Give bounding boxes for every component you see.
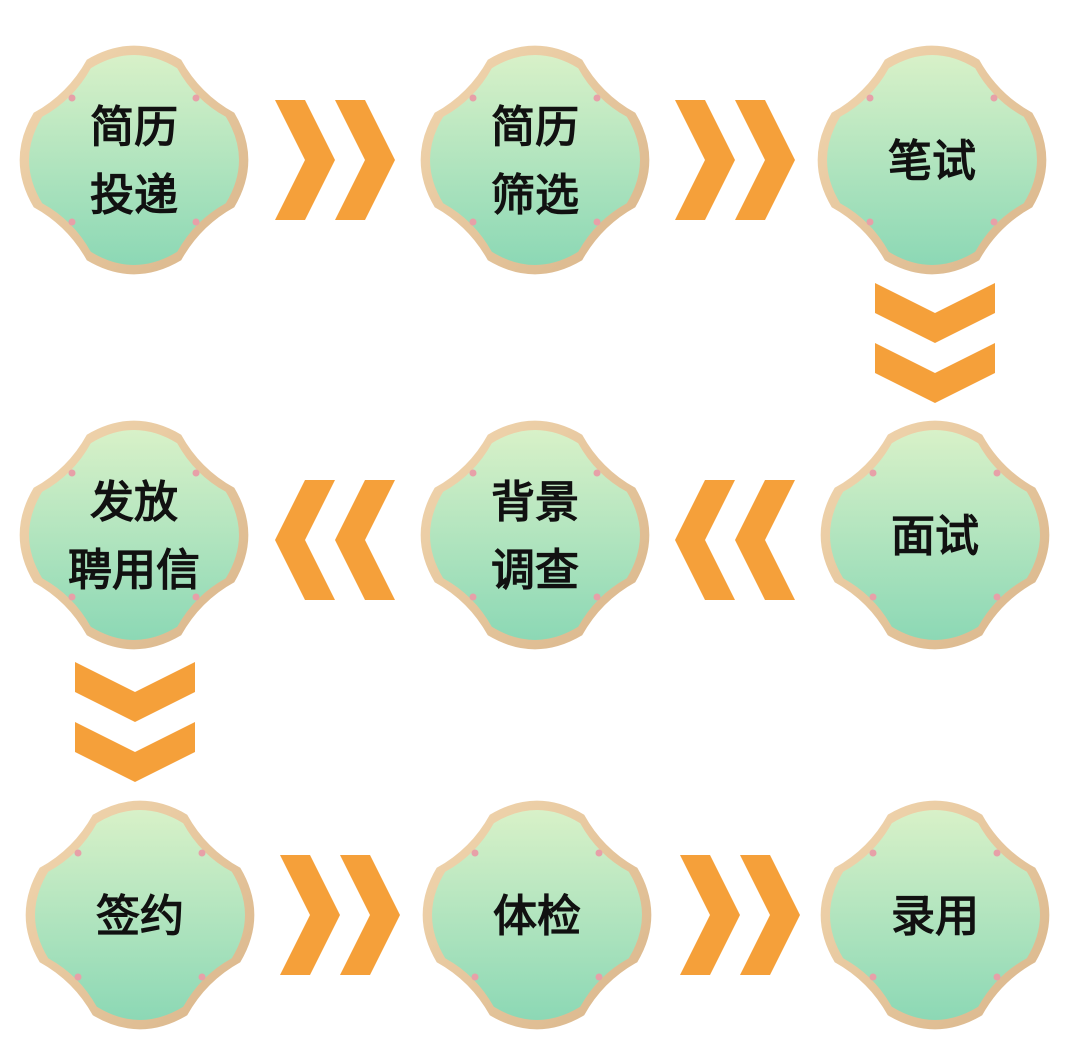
flower-ornament-icon (593, 94, 601, 102)
step-label: 发放 (90, 477, 178, 528)
chevron-left-icon (335, 480, 395, 600)
flower-ornament-icon (869, 849, 877, 857)
flower-ornament-icon (990, 94, 998, 102)
chevron-right-icon (335, 100, 395, 220)
chevron-left-icon (275, 480, 335, 600)
flower-ornament-icon (593, 218, 601, 226)
chevron-right-icon (680, 855, 740, 975)
flower-ornament-icon (198, 973, 206, 981)
step-label: 筛选 (491, 170, 579, 221)
step-label: 体检 (493, 891, 581, 942)
chevron-down-icon (875, 343, 995, 403)
step-node: 面试 (820, 420, 1050, 650)
node-body (830, 810, 1040, 1020)
flower-ornament-icon (192, 218, 200, 226)
flower-ornament-icon (192, 469, 200, 477)
flower-ornament-icon (869, 973, 877, 981)
step-node: 体检 (422, 800, 652, 1030)
flower-ornament-icon (866, 218, 874, 226)
step-label: 简历 (491, 102, 579, 153)
flower-ornament-icon (595, 973, 603, 981)
flower-ornament-icon (993, 593, 1001, 601)
step-label: 面试 (891, 511, 979, 562)
step-label: 录用 (891, 891, 979, 942)
node-body (430, 55, 640, 265)
flower-ornament-icon (595, 849, 603, 857)
flower-ornament-icon (593, 469, 601, 477)
node-body (29, 430, 239, 640)
node-body (430, 430, 640, 640)
flower-ornament-icon (74, 973, 82, 981)
step-label: 调查 (491, 545, 579, 596)
node-body (432, 810, 642, 1020)
node-body (830, 430, 1040, 640)
chevron-down-icon (875, 283, 995, 343)
flower-ornament-icon (469, 469, 477, 477)
flower-ornament-icon (993, 973, 1001, 981)
flower-ornament-icon (68, 593, 76, 601)
chevron-right-icon (340, 855, 400, 975)
step-label: 聘用信 (68, 545, 200, 596)
flower-ornament-icon (869, 593, 877, 601)
chevron-down-icon (75, 722, 195, 782)
step-label: 签约 (96, 891, 184, 942)
flower-ornament-icon (993, 849, 1001, 857)
chevron-right-icon (675, 100, 735, 220)
node-body (827, 55, 1037, 265)
flower-ornament-icon (68, 469, 76, 477)
chevron-down-icon (75, 662, 195, 722)
flower-ornament-icon (68, 94, 76, 102)
chevron-right-icon (280, 855, 340, 975)
flower-ornament-icon (192, 94, 200, 102)
node-body (29, 55, 239, 265)
flower-ornament-icon (593, 593, 601, 601)
flower-ornament-icon (68, 218, 76, 226)
node-body (35, 810, 245, 1020)
chevron-left-icon (735, 480, 795, 600)
flower-ornament-icon (469, 94, 477, 102)
flower-ornament-icon (192, 593, 200, 601)
step-label: 背景 (491, 477, 579, 528)
flower-ornament-icon (990, 218, 998, 226)
flower-ornament-icon (869, 469, 877, 477)
step-label: 投递 (90, 170, 178, 221)
flower-ornament-icon (469, 218, 477, 226)
flower-ornament-icon (471, 849, 479, 857)
chevron-right-icon (740, 855, 800, 975)
step-label: 笔试 (888, 136, 976, 187)
step-node: 录用 (820, 800, 1050, 1030)
flower-ornament-icon (866, 94, 874, 102)
flower-ornament-icon (471, 973, 479, 981)
flower-ornament-icon (993, 469, 1001, 477)
step-node: 签约 (25, 800, 255, 1030)
chevron-left-icon (675, 480, 735, 600)
flower-ornament-icon (74, 849, 82, 857)
chevron-right-icon (275, 100, 335, 220)
step-label: 简历 (90, 102, 178, 153)
chevron-right-icon (735, 100, 795, 220)
flower-ornament-icon (469, 593, 477, 601)
flower-ornament-icon (198, 849, 206, 857)
step-node: 笔试 (817, 45, 1047, 275)
